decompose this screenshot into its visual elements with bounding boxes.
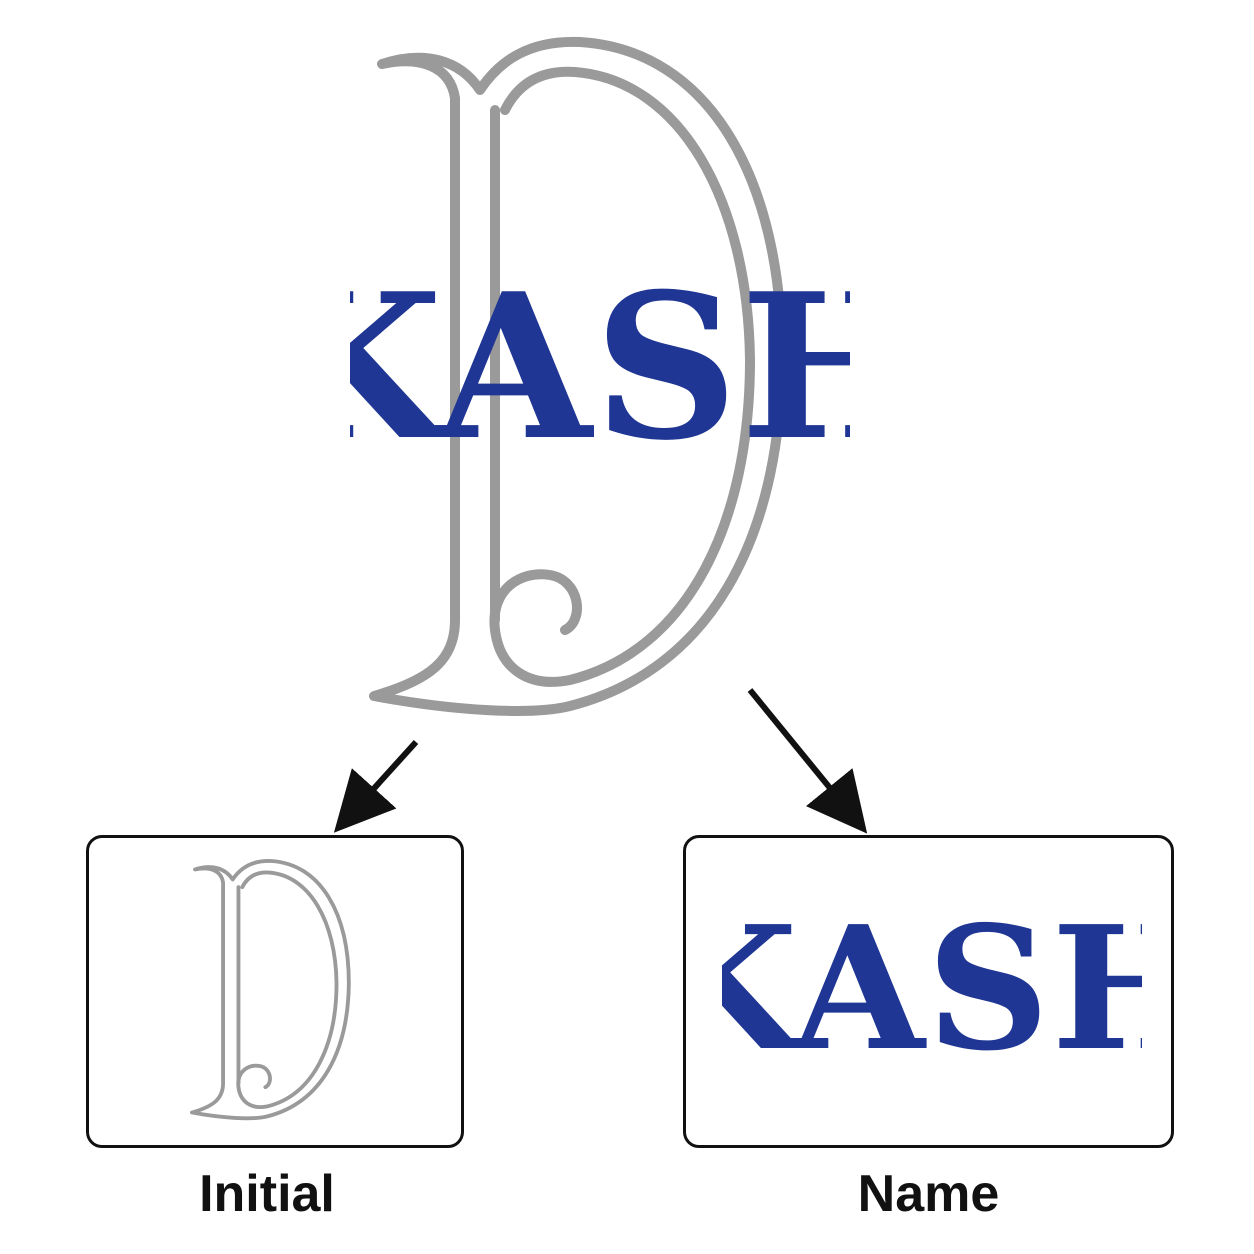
name-panel: KASH <box>683 835 1174 1148</box>
initial-panel <box>86 835 464 1148</box>
large-name-text: KASH <box>350 262 850 472</box>
large-name-label: KASH <box>350 262 850 472</box>
small-name-label: KASH <box>722 898 1142 1078</box>
initial-inner-outline <box>489 66 755 687</box>
name-caption: Name <box>857 1165 1000 1223</box>
initial-caption: Initial <box>199 1165 335 1223</box>
small-name-text: KASH <box>722 898 1142 1078</box>
arrow-to-initial <box>333 739 419 833</box>
large-initial-letter <box>369 36 787 716</box>
small-initial-letter <box>190 859 351 1121</box>
initial-outer-outline <box>369 36 787 716</box>
